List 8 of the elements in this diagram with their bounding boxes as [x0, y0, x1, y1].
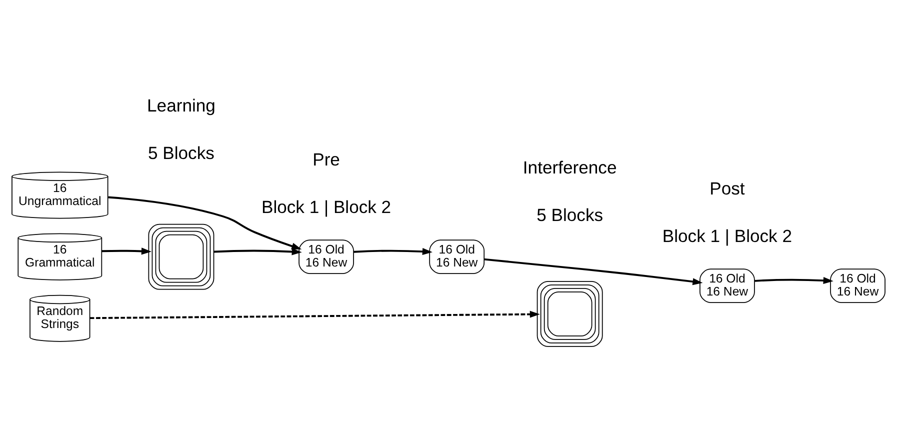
label: Learning — [147, 95, 216, 116]
label: 5 Blocks — [148, 142, 214, 163]
label: Block 1 | Block 2 — [261, 196, 392, 216]
label: Post — [710, 178, 745, 198]
label: 5 Blocks — [536, 204, 604, 224]
label: Pre — [312, 148, 340, 169]
label: Block 1 | Block 2 — [662, 225, 792, 246]
label: Interference — [522, 156, 617, 177]
